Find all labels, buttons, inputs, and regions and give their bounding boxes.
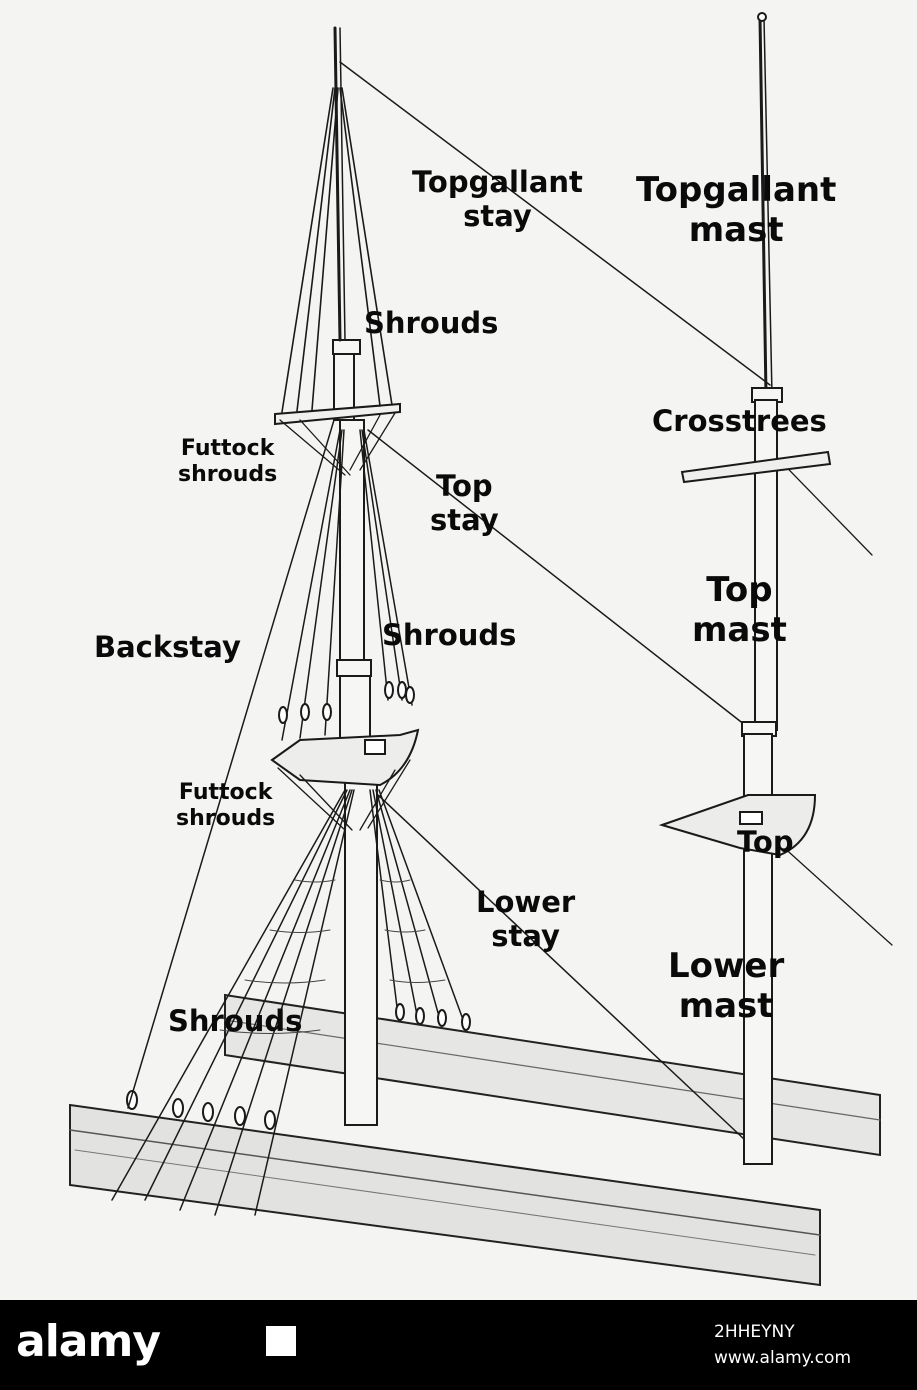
watermark-url: www.alamy.com	[714, 1348, 852, 1368]
label-top: Top	[737, 825, 794, 859]
top-stay-line	[367, 429, 746, 726]
futtock-shrouds-lower	[277, 759, 411, 831]
label-crosstrees: Crosstrees	[652, 404, 827, 438]
left-mast	[270, 26, 420, 1126]
watermark-footer: alamy 2HHEYNY www.alamy.com	[0, 1300, 917, 1390]
deadeyes-upper	[278, 681, 415, 724]
topgallant-stay-line	[339, 61, 771, 386]
label-top-mast: Top mast	[692, 570, 787, 651]
label-topgallant-stay: Topgallant stay	[412, 165, 583, 234]
label-shrouds-lower: Shrouds	[168, 1004, 303, 1038]
label-backstay: Backstay	[94, 630, 241, 664]
label-lower-stay: Lower stay	[476, 885, 576, 954]
backstay-line	[127, 419, 335, 1109]
mast-rigging-diagram: Topgallant stay Topgallant mast Shrouds …	[0, 0, 917, 1300]
image-id: 2HHEYNY	[714, 1322, 795, 1342]
lower-stay-line	[377, 794, 746, 1141]
label-shrouds-upper: Shrouds	[364, 306, 499, 340]
right-mast	[658, 12, 832, 1165]
topmast-shrouds	[281, 429, 413, 741]
deck-beam-front	[69, 1103, 821, 1287]
alamy-square-icon	[266, 1326, 296, 1356]
alamy-logo: alamy	[16, 1316, 161, 1367]
label-futtock-shrouds-upper: Futtock shrouds	[178, 436, 278, 487]
topgallant-shrouds	[281, 87, 393, 413]
label-shrouds-middle: Shrouds	[382, 618, 517, 652]
label-futtock-shrouds-lower: Futtock shrouds	[176, 780, 276, 831]
label-top-stay: Top stay	[430, 469, 499, 538]
deadeyes-lower	[126, 1003, 471, 1130]
ratlines	[219, 879, 446, 1034]
top-stay-extension	[769, 834, 893, 946]
label-lower-mast: Lower mast	[668, 946, 785, 1027]
label-topgallant-mast: Topgallant mast	[636, 170, 837, 251]
rigging-illustration	[69, 12, 893, 1287]
